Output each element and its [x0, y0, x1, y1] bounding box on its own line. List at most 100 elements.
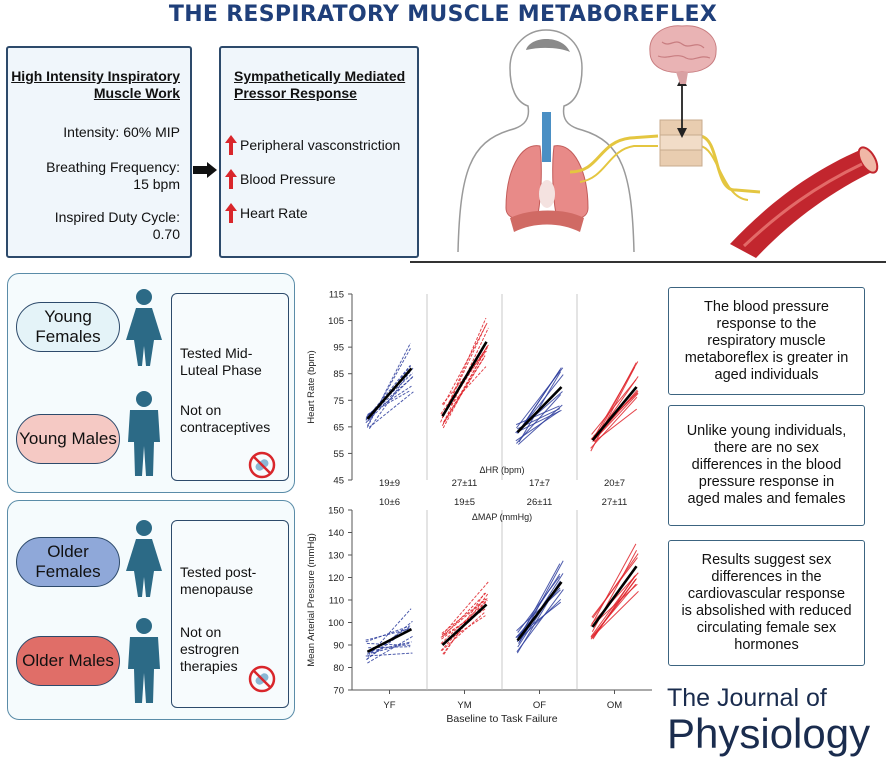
mean-line-ym	[441, 603, 488, 646]
infographic-title: THE RESPIRATORY MUSCLE METABOREFLEX	[168, 2, 718, 27]
diaphragm-shape	[510, 210, 584, 232]
older-criteria-box: Tested post-menopause Not on estrogren t…	[171, 520, 289, 708]
x-axis-label: Baseline to Task Failure	[446, 713, 557, 725]
mean-line-yf	[366, 628, 413, 653]
individual-line	[441, 581, 489, 636]
y-tick-label: 115	[329, 290, 344, 301]
individual-line	[516, 409, 562, 433]
stimulus-title: High Intensity Inspiratory Muscle Work	[11, 68, 180, 101]
no-pill-icon	[248, 451, 276, 479]
individual-line	[441, 611, 486, 652]
individual-line	[517, 573, 561, 639]
young-females-pill: Young Females	[16, 302, 120, 352]
increase-arrow-icon	[225, 169, 237, 189]
individual-line	[367, 385, 412, 415]
x-tick-label-of: OF	[533, 700, 546, 711]
left-lung-shape	[505, 145, 542, 220]
y-tick-label: 70	[333, 686, 344, 697]
male-person-icon	[128, 391, 160, 476]
delta-value-ym: 19±5	[454, 497, 475, 508]
conclusion-box-1: The blood pressure response to the respi…	[668, 287, 865, 395]
x-tick-label-ym: YM	[457, 700, 471, 711]
response-panel: Sympathetically Mediated Pressor Respons…	[219, 46, 419, 258]
individual-line	[368, 371, 411, 430]
mean-line-om	[591, 386, 638, 441]
delta-value-of: 26±11	[527, 497, 553, 508]
trachea-shape	[542, 112, 551, 162]
increase-arrow-icon	[225, 203, 237, 223]
individual-line	[590, 396, 638, 449]
intensity-text: Intensity: 60% MIP	[63, 124, 180, 140]
individual-line	[366, 348, 411, 426]
individual-line	[366, 641, 412, 653]
y-tick-label: 150	[328, 506, 344, 517]
delta-label: ΔHR (bpm)	[479, 465, 524, 475]
journal-logo: The Journal of Physiology	[667, 686, 870, 755]
breathing-frequency-value: 15 bpm	[133, 176, 180, 192]
blood-vessel-shape	[730, 150, 876, 258]
delta-value-om: 27±11	[602, 497, 628, 508]
response-item-heart-rate: Heart Rate	[225, 203, 308, 223]
individual-line	[366, 642, 410, 655]
y-tick-label: 55	[333, 449, 344, 460]
individual-line	[590, 583, 637, 638]
individual-line	[365, 625, 411, 643]
individual-line	[593, 590, 639, 636]
individual-line	[590, 574, 637, 638]
hair-shape	[526, 39, 570, 52]
duty-cycle-value: 0.70	[152, 226, 180, 242]
individual-line	[367, 390, 411, 416]
stimulus-panel: High Intensity Inspiratory Muscle Work I…	[6, 46, 192, 258]
young-criteria-box: Tested Mid-Luteal Phase Not on contracep…	[171, 293, 289, 481]
young-tested-text: Tested Mid-Luteal Phase	[180, 345, 262, 378]
individual-line	[590, 543, 637, 627]
conclusion-box-3: Results suggest sex differences in the c…	[668, 540, 865, 666]
y-axis-label: Heart Rate (bpm)	[306, 350, 317, 423]
nerve-path	[569, 134, 659, 174]
individual-line	[443, 355, 486, 423]
nerve-path	[699, 134, 761, 194]
individual-line	[518, 371, 561, 443]
young-males-pill: Young Males	[16, 414, 120, 464]
y-tick-label: 130	[328, 551, 344, 562]
female-person-icon	[126, 520, 162, 597]
brain-icon	[649, 25, 717, 73]
individual-line	[441, 615, 486, 645]
flow-arrow-icon	[193, 162, 217, 178]
older-not-on-text: Not on estrogren therapies	[180, 624, 240, 674]
individual-line	[515, 405, 560, 426]
young-not-on-text: Not on contraceptives	[180, 402, 271, 435]
individual-line	[593, 389, 638, 441]
y-tick-label: 45	[333, 476, 344, 487]
individual-line	[441, 598, 487, 634]
y-tick-label: 90	[333, 641, 344, 652]
y-tick-label: 65	[333, 422, 344, 433]
individual-line	[365, 652, 413, 657]
individual-line	[518, 369, 561, 432]
y-tick-label: 105	[328, 316, 344, 327]
individual-line	[517, 575, 561, 633]
male-person-icon	[128, 618, 160, 703]
individual-line	[441, 323, 487, 419]
y-tick-label: 120	[328, 573, 344, 584]
individual-line	[365, 628, 412, 641]
anatomy-illustration	[457, 25, 879, 258]
individual-line	[441, 350, 487, 405]
nerve-path	[579, 145, 658, 183]
female-person-icon	[126, 289, 162, 366]
individual-line	[440, 600, 487, 644]
delta-value-yf: 19±9	[379, 478, 400, 489]
mean-line-om	[591, 565, 638, 628]
nerve-path	[699, 145, 749, 201]
mean-line-of	[516, 581, 563, 642]
older-group-panel: Older Females Older Males Tested post-me…	[7, 500, 295, 720]
duty-cycle-label: Inspired Duty Cycle:	[54, 209, 180, 225]
delta-label: ΔMAP (mmHg)	[472, 512, 532, 522]
individual-line	[442, 591, 487, 638]
individual-line	[592, 361, 639, 440]
delta-value-yf: 10±6	[379, 497, 400, 508]
delta-value-ym: 27±11	[452, 478, 478, 489]
individual-line	[590, 366, 636, 452]
breathing-frequency-label: Breathing Frequency:	[46, 159, 180, 175]
